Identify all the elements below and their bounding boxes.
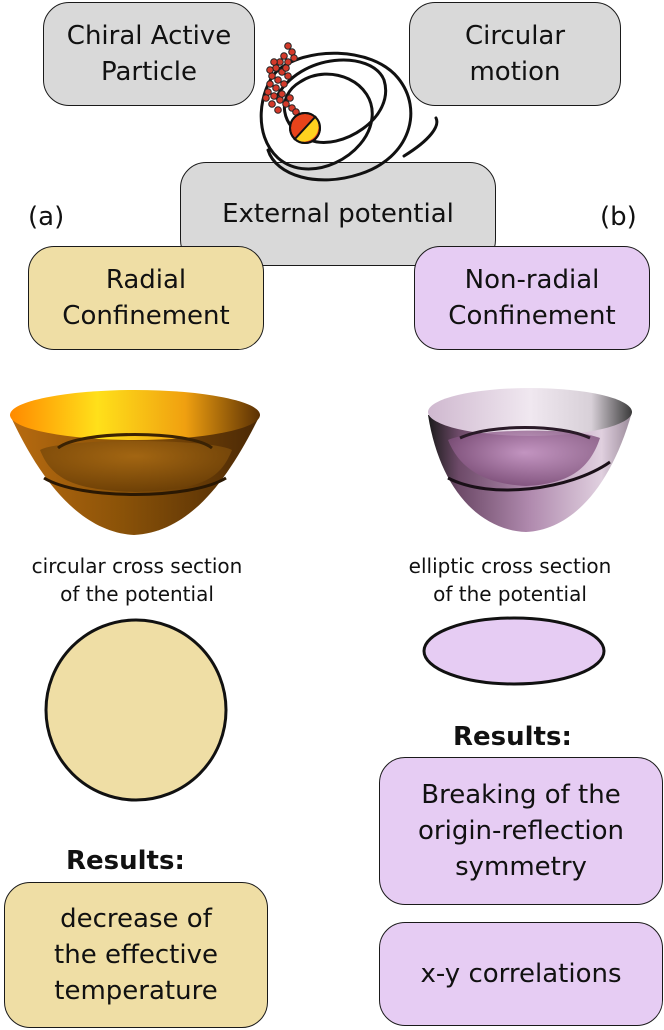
results-title-a: Results: bbox=[66, 846, 185, 876]
circular-label-line1: Circular bbox=[464, 21, 566, 51]
noise-dot bbox=[272, 84, 280, 92]
noise-dot bbox=[270, 92, 278, 100]
chiral-label-line1: Chiral Active bbox=[66, 21, 232, 51]
noise-dot bbox=[290, 54, 298, 62]
chiral-label-line2: Particle bbox=[100, 57, 198, 87]
elliptic-cross-section-caption: elliptic cross section of the potential bbox=[408, 554, 612, 606]
symmetry-breaking-result-box: Breaking of the origin-reflection symmet… bbox=[379, 757, 663, 905]
radial-label-line1: Radial bbox=[105, 265, 187, 295]
radial-confinement-box: Radial Confinement bbox=[28, 246, 264, 350]
noise-dot bbox=[262, 94, 270, 102]
radial-potential-bowl bbox=[10, 390, 260, 535]
noise-dot bbox=[280, 52, 288, 60]
non-radial-confinement-box: Non-radial Confinement bbox=[414, 246, 650, 350]
chiral-trajectory-illustration bbox=[259, 42, 439, 182]
circular-motion-box: Circular motion bbox=[409, 2, 621, 106]
circular-cross-section-caption: circular cross section of the potential bbox=[31, 554, 243, 606]
noise-dot bbox=[270, 58, 278, 66]
radial-label-line2: Confinement bbox=[62, 301, 230, 331]
results-title-b: Results: bbox=[453, 722, 572, 752]
circular-cross-section bbox=[44, 618, 228, 802]
noise-dot bbox=[274, 76, 282, 84]
noise-dot bbox=[280, 80, 288, 88]
noise-dot bbox=[286, 94, 294, 102]
noise-dot bbox=[274, 106, 282, 114]
particle-icon bbox=[289, 112, 321, 144]
non-radial-label-line1: Non-radial bbox=[464, 265, 600, 295]
noise-dot bbox=[282, 100, 290, 108]
external-potential-label: External potential bbox=[222, 199, 454, 229]
panel-a-tag: (a) bbox=[28, 202, 65, 232]
noise-dot bbox=[278, 90, 286, 98]
noise-dot bbox=[282, 64, 290, 72]
noise-dots-cluster bbox=[262, 42, 300, 116]
effective-temperature-result-box: decrease of the effective temperature bbox=[4, 882, 268, 1028]
noise-dot bbox=[284, 72, 292, 80]
circular-label-line2: motion bbox=[469, 57, 561, 87]
noise-dot bbox=[284, 42, 292, 50]
xy-correlations-result-box: x-y correlations bbox=[379, 922, 663, 1026]
non-radial-potential-bowl bbox=[428, 388, 632, 532]
noise-dot bbox=[266, 66, 274, 74]
noise-dot bbox=[266, 80, 274, 88]
noise-dot bbox=[268, 100, 276, 108]
panel-b-tag: (b) bbox=[600, 202, 637, 232]
elliptic-cross-section bbox=[422, 616, 606, 686]
chiral-active-particle-box: Chiral Active Particle bbox=[43, 2, 255, 106]
non-radial-label-line2: Confinement bbox=[448, 301, 616, 331]
trajectory-path bbox=[259, 51, 439, 182]
